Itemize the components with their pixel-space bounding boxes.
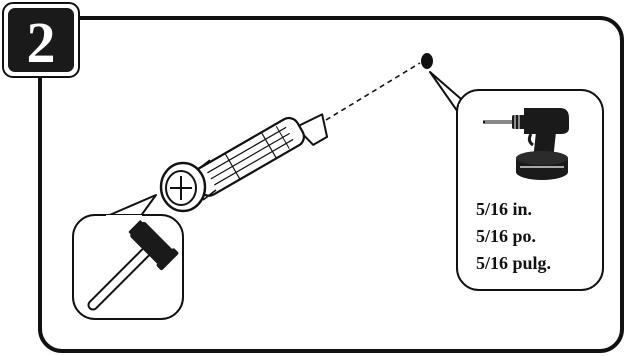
- drill-hole-marker: [421, 53, 433, 69]
- drill-size-inches: 5/16 in.: [476, 199, 532, 219]
- drill-size-pouces: 5/16 po.: [476, 226, 536, 246]
- drill-callout: [429, 71, 604, 291]
- drill-size-pulgadas: 5/16 pulg.: [476, 253, 551, 273]
- hammer-icon: [87, 220, 179, 311]
- wall-anchor-icon: [159, 113, 329, 213]
- step-number: 2: [27, 10, 56, 75]
- step-number-badge: 2: [2, 2, 80, 78]
- power-drill-icon: [483, 108, 569, 180]
- alignment-dashed-line: [325, 62, 421, 121]
